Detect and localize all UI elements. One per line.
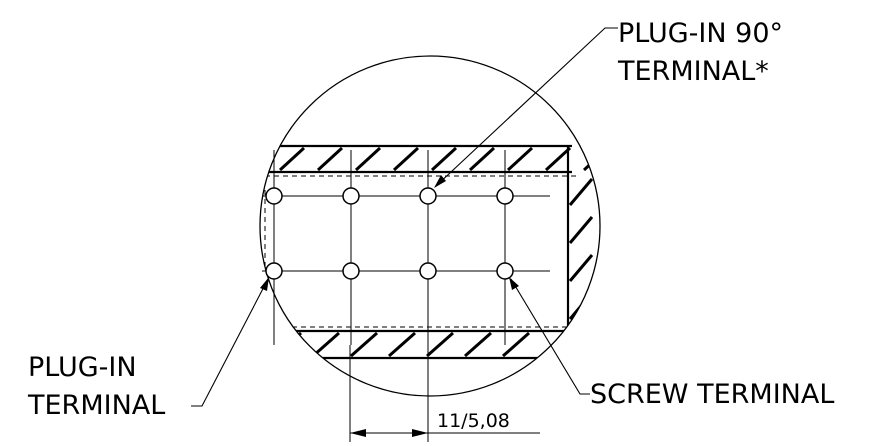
top-housing-wall [260,144,600,174]
leader-plug-in-90 [434,27,618,188]
label-screw-terminal: SCREW TERMINAL [590,379,834,410]
terminal-hole [265,262,283,280]
terminal-hole [419,262,437,280]
terminal-hole [265,187,283,205]
terminal-hole [419,187,437,205]
label-plug-in-90-terminal: TERMINAL* [617,56,769,87]
terminal-centerlines [262,150,550,345]
terminal-hole [496,262,514,280]
right-housing-wall [566,146,594,331]
detail-circle [259,55,601,397]
terminal-hole [496,187,514,205]
pitch-dimension [349,345,540,442]
label-plug-in-90: PLUG-IN 90° [618,18,783,49]
leader-screw-terminal [509,277,590,395]
pitch-dimension-label: 11/5,08 [437,410,510,432]
label-plug-in-terminal: TERMINAL [27,390,165,421]
label-plug-in: PLUG-IN [28,352,137,383]
leader-plug-in [191,277,269,407]
terminal-hole [342,262,360,280]
terminal-grid [265,187,514,280]
terminal-hole [342,187,360,205]
